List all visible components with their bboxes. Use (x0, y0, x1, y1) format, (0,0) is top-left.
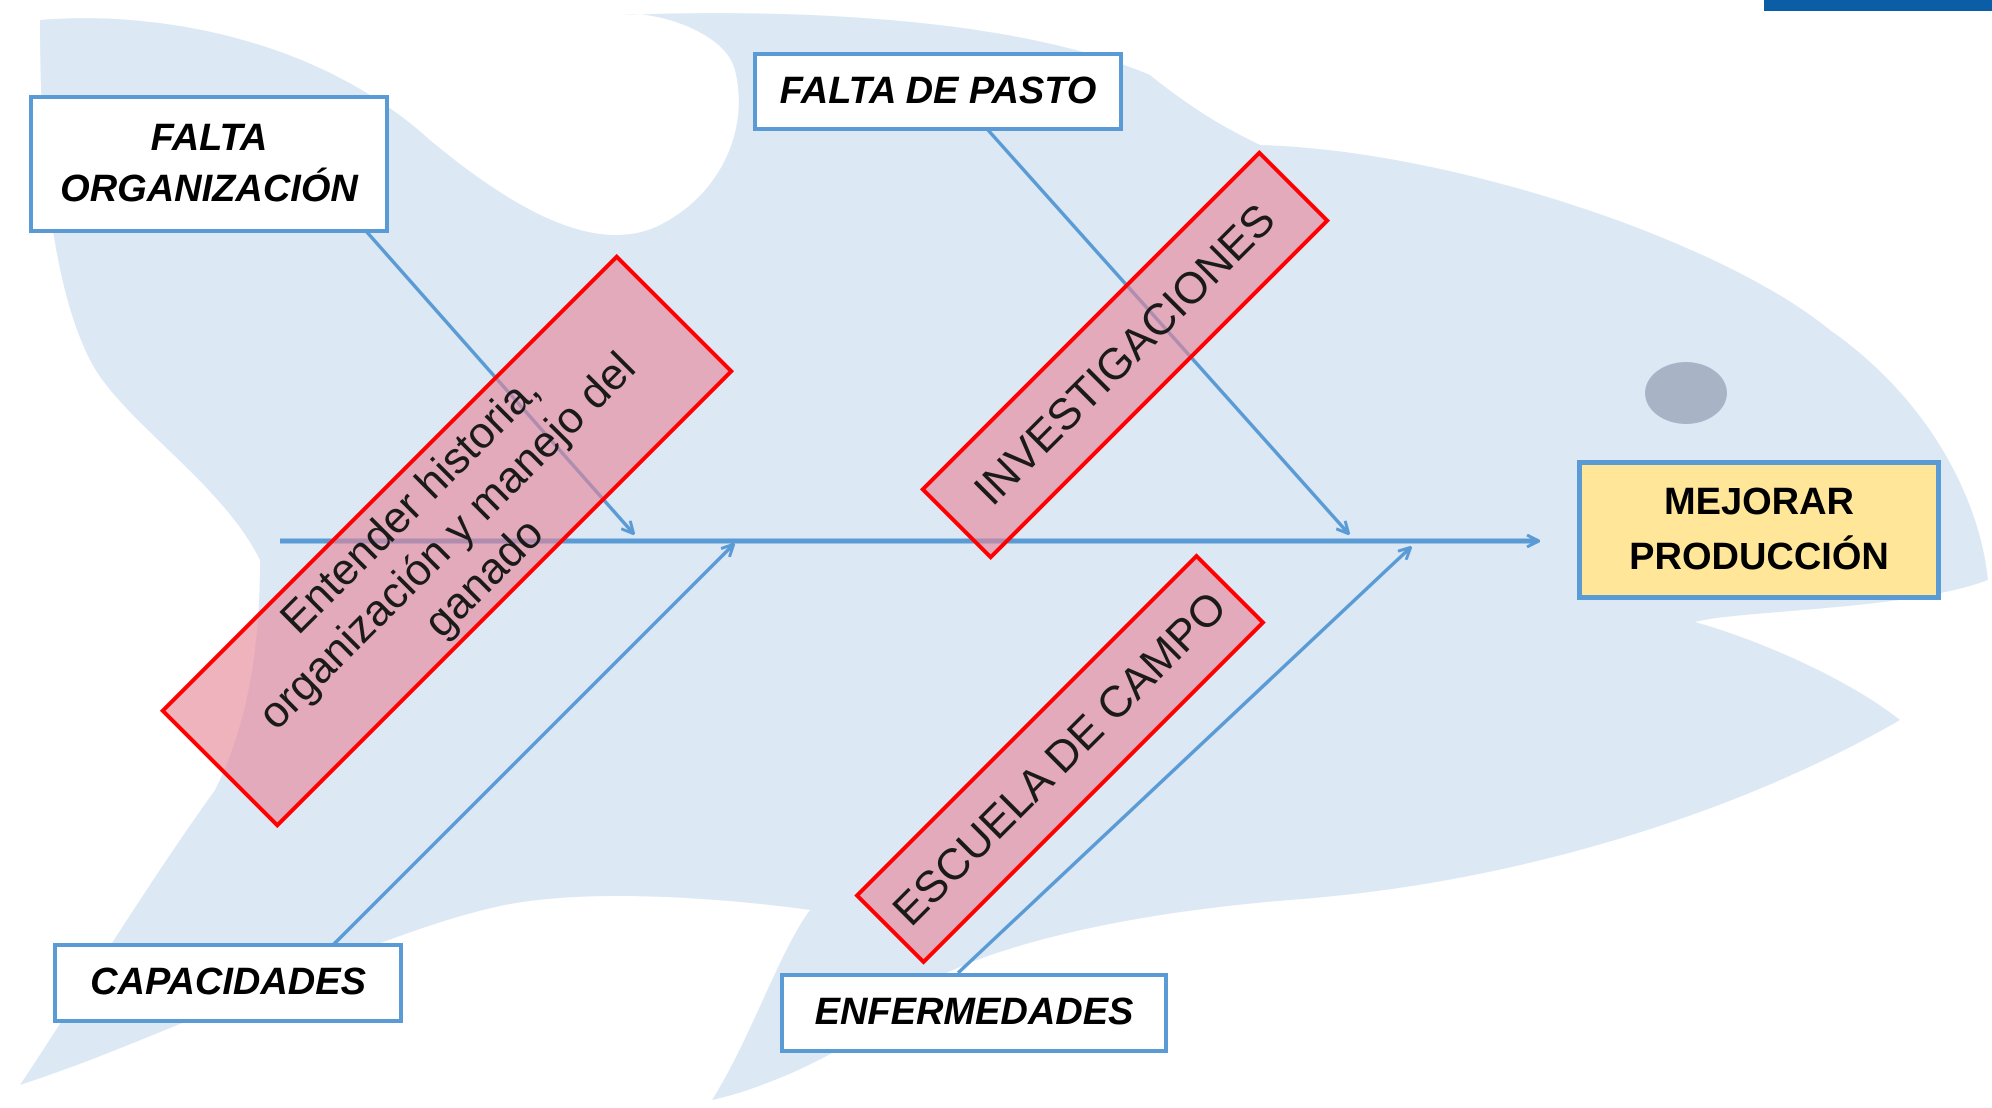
cause-falta-organizacion-label: FALTA ORGANIZACIÓN (60, 116, 358, 210)
cause-falta-organizacion: FALTA ORGANIZACIÓN (29, 95, 389, 233)
fish-body (20, 13, 1988, 1100)
cause-capacidades: CAPACIDADES (53, 943, 403, 1023)
fish-eye (1645, 362, 1727, 424)
cause-capacidades-label: CAPACIDADES (90, 961, 366, 1004)
cause-falta-de-pasto-label: FALTA DE PASTO (779, 69, 1097, 112)
bone-capacidades (331, 545, 733, 947)
cause-falta-de-pasto: FALTA DE PASTO (753, 52, 1123, 131)
effect-mejorar-produccion: MEJORAR PRODUCCIÓN (1577, 460, 1941, 600)
effect-label: MEJORAR PRODUCCIÓN (1629, 480, 1889, 578)
cause-enfermedades: ENFERMEDADES (780, 973, 1168, 1053)
corner-accent-bar (1764, 0, 1992, 11)
cause-enfermedades-label: ENFERMEDADES (814, 991, 1134, 1034)
bone-enfermedades (956, 548, 1410, 975)
